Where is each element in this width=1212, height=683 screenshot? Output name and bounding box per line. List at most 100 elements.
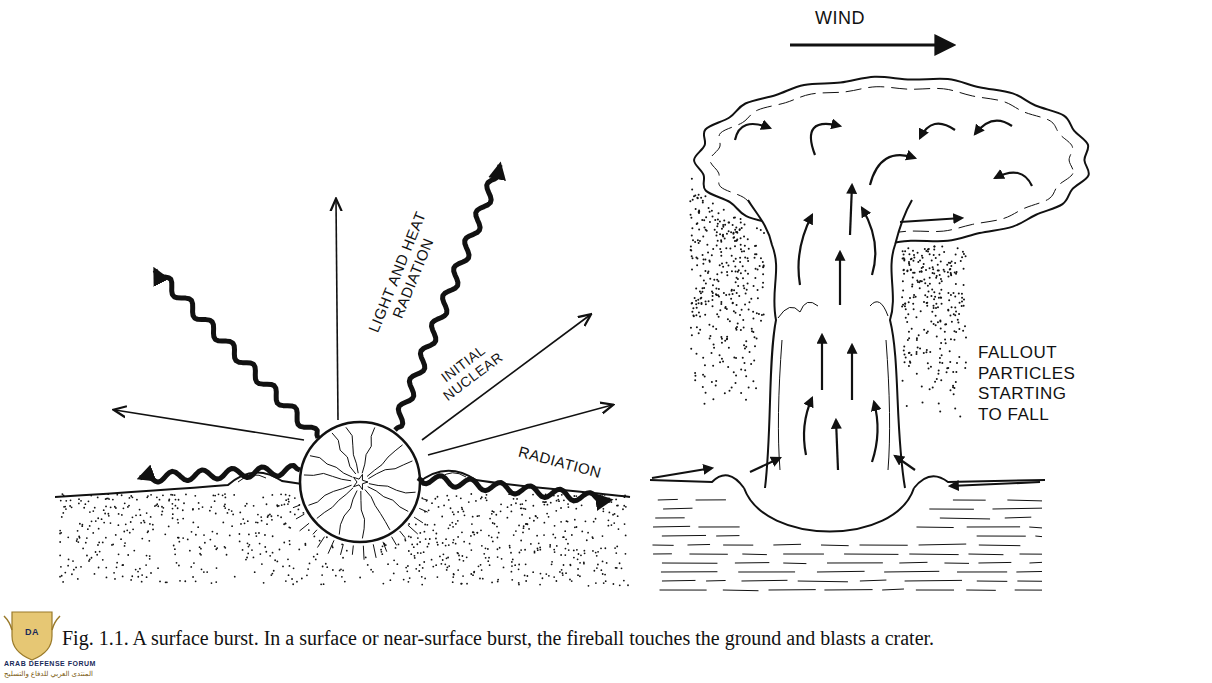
fallout-dot: [906, 269, 908, 271]
hatch-stroke: [1029, 562, 1042, 564]
soil-dot: [244, 505, 246, 507]
soil-dot: [492, 541, 494, 543]
fallout-dot: [933, 291, 935, 293]
fallout-dot: [733, 310, 735, 312]
soil-dot: [530, 543, 532, 545]
fallout-dot: [963, 268, 965, 270]
soil-dot: [518, 525, 520, 527]
air-flow-arrow: [895, 456, 915, 470]
soil-dot: [162, 507, 164, 509]
soil-dot: [457, 536, 459, 538]
soil-dot: [438, 506, 440, 508]
soil-dot: [296, 581, 298, 583]
fallout-dot: [926, 302, 928, 304]
hatch-stroke: [773, 544, 801, 546]
soil-dot: [173, 545, 175, 547]
fallout-dot: [944, 331, 946, 333]
fallout-dot: [747, 238, 749, 240]
soil-dot: [597, 564, 599, 566]
soil-dot: [258, 532, 260, 534]
soil-dot: [60, 500, 62, 502]
soil-dot: [94, 573, 96, 575]
fallout-dot: [933, 245, 935, 247]
fallout-dot: [747, 282, 749, 284]
soil-dot: [342, 569, 344, 571]
fallout-dot: [700, 197, 702, 199]
soil-dot: [247, 542, 249, 544]
soil-dot: [481, 569, 483, 571]
fallout-dot: [735, 226, 737, 228]
fallout-dot: [754, 345, 756, 347]
fallout-dot: [696, 222, 698, 224]
soil-dot: [195, 580, 197, 582]
soil-dot: [183, 502, 185, 504]
watermark-shield: [12, 612, 52, 660]
fallout-dot: [690, 348, 692, 350]
air-flow-arrow: [975, 121, 1012, 134]
soil-dot: [177, 537, 179, 539]
soil-dot: [563, 499, 565, 501]
soil-dot: [122, 564, 124, 566]
fallout-dot: [908, 365, 910, 367]
hatch-stroke: [953, 500, 986, 501]
fallout-dot: [940, 278, 942, 280]
fallout-dot: [707, 271, 709, 273]
soil-dot: [168, 526, 170, 528]
fallout-dot: [931, 289, 933, 291]
soil-dot: [447, 557, 449, 559]
soil-dot: [103, 509, 105, 511]
soil-dot: [161, 511, 163, 513]
fallout-dot: [923, 301, 925, 303]
hatch-stroke: [662, 580, 696, 582]
soil-dot: [112, 499, 114, 501]
fallout-dot: [929, 351, 931, 353]
soil-dot: [427, 546, 429, 548]
fallout-dot: [749, 351, 751, 353]
fallout-dot: [756, 338, 758, 340]
fallout-dot: [958, 328, 960, 330]
soil-dot: [150, 494, 152, 496]
hatch-stroke: [882, 589, 904, 591]
fallout-dot: [929, 388, 931, 390]
hatch-stroke: [1029, 527, 1042, 529]
fallout-dot: [692, 314, 694, 316]
fallout-dot: [708, 324, 710, 326]
fallout-dot: [708, 259, 710, 261]
fallout-dot: [954, 407, 956, 409]
soil-dot: [301, 578, 303, 580]
wind-label: WIND: [815, 8, 865, 29]
fallout-dot: [963, 253, 965, 255]
fallout-dot: [734, 265, 736, 267]
fallout-dot: [902, 250, 904, 252]
soil-dot: [222, 522, 224, 524]
soil-dot: [346, 550, 348, 552]
soil-dot: [122, 564, 124, 566]
soil-dot: [103, 522, 105, 524]
air-flow-arrow: [995, 173, 1032, 186]
soil-dot: [555, 510, 557, 512]
fallout-dot: [926, 305, 928, 307]
soil-dot: [574, 526, 576, 528]
soil-dot: [124, 545, 126, 547]
soil-dot: [487, 560, 489, 562]
fallout-dot: [763, 232, 765, 234]
fallout-dot: [762, 261, 764, 263]
crack-stroke: [419, 508, 428, 512]
hatch-stroke: [658, 499, 678, 501]
soil-dot: [62, 512, 64, 514]
fallout-dot: [698, 209, 700, 211]
soil-dot: [246, 557, 248, 559]
soil-dot: [553, 549, 555, 551]
fallout-dot: [963, 298, 965, 300]
soil-dot: [105, 506, 107, 508]
fallout-dot: [959, 415, 961, 417]
fallout-dot: [920, 270, 922, 272]
soil-dot: [106, 576, 108, 578]
fallout-dot: [690, 245, 692, 247]
soil-dot: [116, 566, 118, 568]
fallout-dot: [912, 276, 914, 278]
fallout-dot: [719, 264, 721, 266]
soil-dot: [475, 500, 477, 502]
fallout-dot: [902, 304, 904, 306]
hatch-stroke: [661, 571, 717, 572]
